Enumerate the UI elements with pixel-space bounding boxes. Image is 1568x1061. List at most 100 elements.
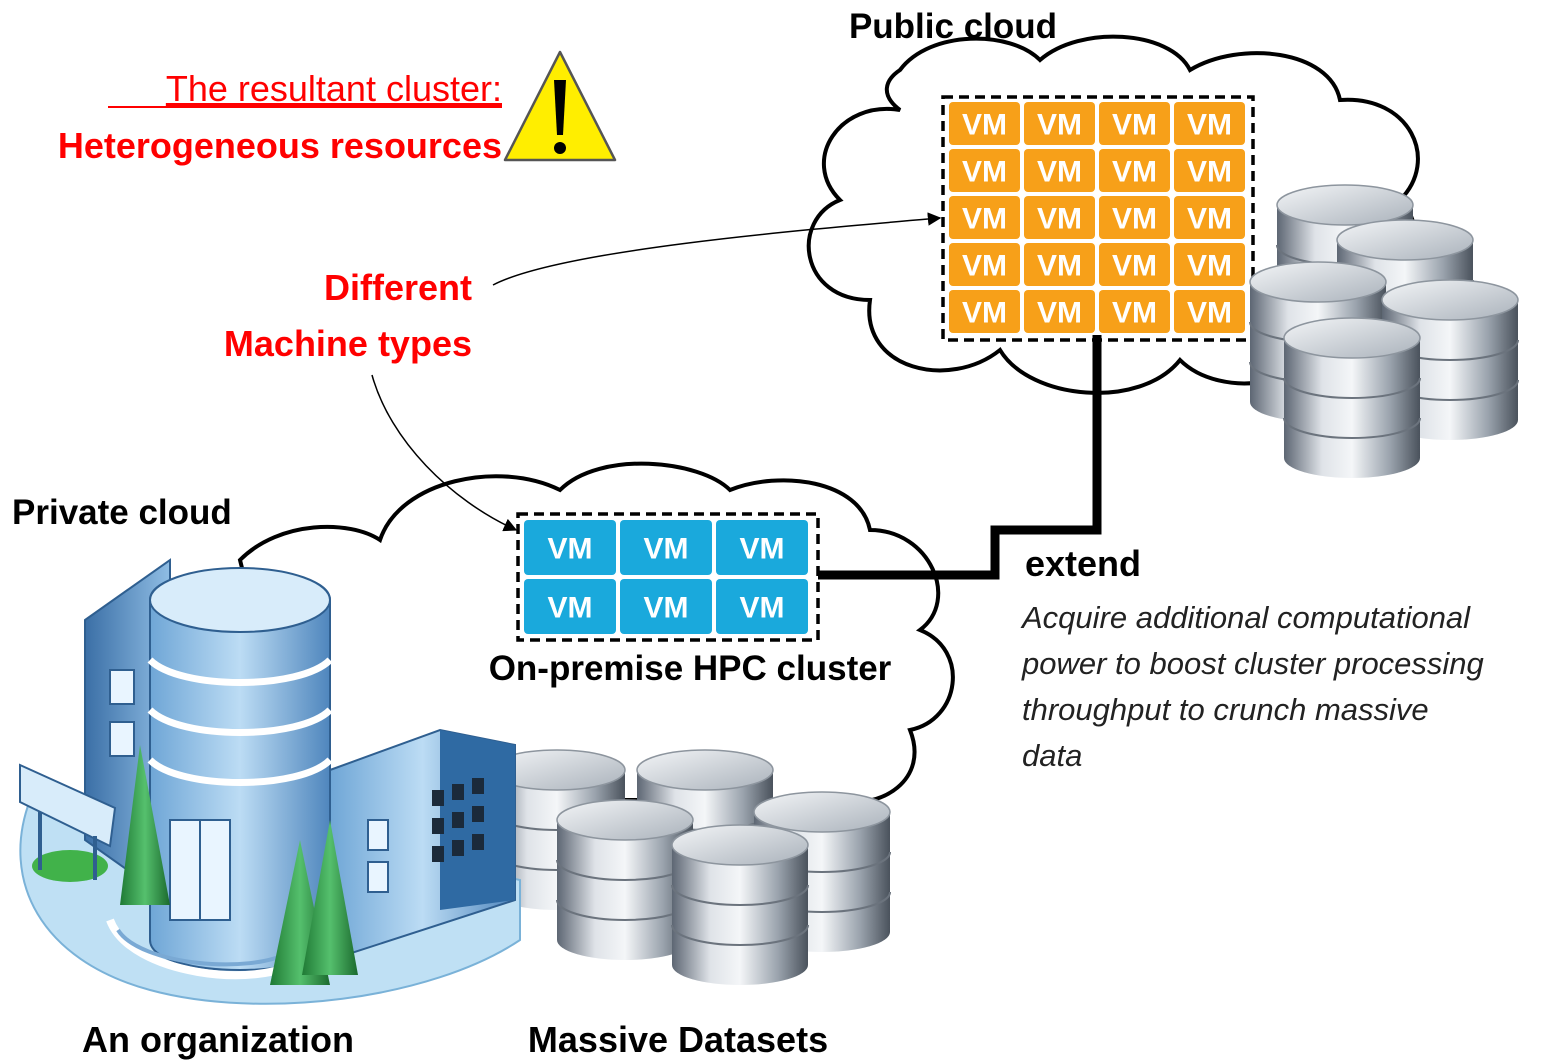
public-vm-label: VM bbox=[962, 297, 1007, 330]
public-vm-cell: VM bbox=[1024, 102, 1095, 145]
public-vm-cell: VM bbox=[1174, 102, 1245, 145]
public-vm-box bbox=[949, 290, 1020, 333]
public-vm-box bbox=[1024, 243, 1095, 286]
public-vm-label: VM bbox=[1112, 297, 1157, 330]
private-vm-grid: VM VM VM VM VM VM bbox=[524, 520, 808, 634]
public-vm-cell: VM bbox=[1099, 290, 1170, 333]
callout-line-2: Machine types bbox=[224, 323, 472, 364]
public-vm-label: VM bbox=[962, 203, 1007, 236]
public-vm-cell: VM bbox=[949, 196, 1020, 239]
database-icon bbox=[1283, 317, 1421, 479]
private-vm-grid-border bbox=[516, 512, 820, 642]
public-vm-label: VM bbox=[962, 156, 1007, 189]
extend-connection-line bbox=[818, 335, 1102, 580]
public-vm-cell: VM bbox=[1024, 290, 1095, 333]
private-vm-box bbox=[620, 520, 712, 575]
public-vm-label: VM bbox=[1037, 156, 1082, 189]
cluster-label: On-premise HPC cluster bbox=[489, 649, 892, 688]
public-vm-label: VM bbox=[1187, 203, 1232, 236]
warning-icon bbox=[503, 50, 617, 162]
private-vm-box bbox=[716, 579, 808, 634]
public-vm-cell: VM bbox=[1174, 243, 1245, 286]
private-vm-cell: VM bbox=[716, 579, 808, 634]
building-icon bbox=[19, 558, 521, 1005]
public-vm-cell: VM bbox=[1024, 149, 1095, 192]
public-vm-box bbox=[949, 102, 1020, 145]
callout-arrow-public bbox=[492, 212, 942, 286]
private-vm-box bbox=[716, 520, 808, 575]
public-vm-label: VM bbox=[962, 250, 1007, 283]
private-vm-cell: VM bbox=[524, 520, 616, 575]
public-vm-label: VM bbox=[1037, 203, 1082, 236]
public-cloud-label: Public cloud bbox=[849, 7, 1057, 46]
private-vm-box bbox=[524, 579, 616, 634]
public-vm-label: VM bbox=[1037, 109, 1082, 142]
private-vm-label: VM bbox=[740, 592, 785, 625]
public-vm-label: VM bbox=[1187, 297, 1232, 330]
public-vm-cell: VM bbox=[1024, 243, 1095, 286]
private-vm-label: VM bbox=[740, 533, 785, 566]
private-vm-cell: VM bbox=[620, 520, 712, 575]
public-vm-label: VM bbox=[1187, 250, 1232, 283]
public-vm-box bbox=[1099, 196, 1170, 239]
private-vm-cell: VM bbox=[524, 579, 616, 634]
public-vm-box bbox=[1024, 290, 1095, 333]
private-vm-box bbox=[524, 520, 616, 575]
public-vm-cell: VM bbox=[949, 102, 1020, 145]
public-vm-box bbox=[1174, 290, 1245, 333]
public-vm-box bbox=[1174, 102, 1245, 145]
public-vm-box bbox=[1024, 149, 1095, 192]
public-vm-box bbox=[1024, 102, 1095, 145]
public-vm-label: VM bbox=[1112, 109, 1157, 142]
private-vm-cell: VM bbox=[716, 520, 808, 575]
public-vm-label: VM bbox=[1112, 156, 1157, 189]
organization-label: An organization bbox=[82, 1019, 354, 1060]
callout-line-1: Different bbox=[324, 267, 472, 308]
private-vm-cell: VM bbox=[620, 579, 712, 634]
private-vm-label: VM bbox=[548, 592, 593, 625]
public-vm-label: VM bbox=[1187, 156, 1232, 189]
public-vm-box bbox=[1099, 290, 1170, 333]
public-vm-box bbox=[949, 243, 1020, 286]
private-vm-label: VM bbox=[644, 592, 689, 625]
private-vm-box bbox=[620, 579, 712, 634]
public-vm-cell: VM bbox=[1099, 102, 1170, 145]
datasets-label: Massive Datasets bbox=[528, 1019, 828, 1060]
public-vm-cell: VM bbox=[1099, 243, 1170, 286]
public-vm-cell: VM bbox=[949, 243, 1020, 286]
public-vm-cell: VM bbox=[1174, 290, 1245, 333]
public-vm-box bbox=[1174, 243, 1245, 286]
public-database-cluster bbox=[1249, 184, 1519, 479]
public-vm-box bbox=[1099, 149, 1170, 192]
public-vm-cell: VM bbox=[1099, 196, 1170, 239]
private-vm-label: VM bbox=[548, 533, 593, 566]
public-vm-box bbox=[949, 196, 1020, 239]
public-vm-box bbox=[1174, 149, 1245, 192]
callout-arrow-private bbox=[371, 374, 518, 532]
extend-description-line-3: throughput to crunch massive bbox=[1022, 692, 1429, 727]
extend-label: extend bbox=[1025, 543, 1141, 584]
public-vm-box bbox=[949, 149, 1020, 192]
public-vm-label: VM bbox=[962, 109, 1007, 142]
public-vm-label: VM bbox=[1187, 109, 1232, 142]
public-vm-label: VM bbox=[1037, 250, 1082, 283]
public-vm-cell: VM bbox=[1174, 149, 1245, 192]
public-vm-box bbox=[1174, 196, 1245, 239]
public-vm-cell: VM bbox=[1099, 149, 1170, 192]
public-vm-grid: VM VM VM VM VM VM VM VM VM VM VM VM VM VM VM VM VM VM VM VM bbox=[949, 102, 1245, 333]
public-vm-box bbox=[1099, 102, 1170, 145]
public-vm-cell: VM bbox=[1024, 196, 1095, 239]
extend-description-line-1: Acquire additional computational bbox=[1020, 600, 1471, 635]
public-vm-cell: VM bbox=[949, 149, 1020, 192]
private-cloud-label: Private cloud bbox=[12, 493, 232, 532]
title-line-2: Heterogeneous resources bbox=[58, 125, 502, 166]
extend-description-line-2: power to boost cluster processing bbox=[1021, 646, 1484, 681]
public-vm-label: VM bbox=[1112, 250, 1157, 283]
extend-description-line-4: data bbox=[1022, 738, 1082, 773]
public-vm-label: VM bbox=[1037, 297, 1082, 330]
title-line-1: The resultant cluster: bbox=[166, 68, 502, 109]
public-vm-label: VM bbox=[1112, 203, 1157, 236]
public-vm-box bbox=[1024, 196, 1095, 239]
public-vm-cell: VM bbox=[1174, 196, 1245, 239]
